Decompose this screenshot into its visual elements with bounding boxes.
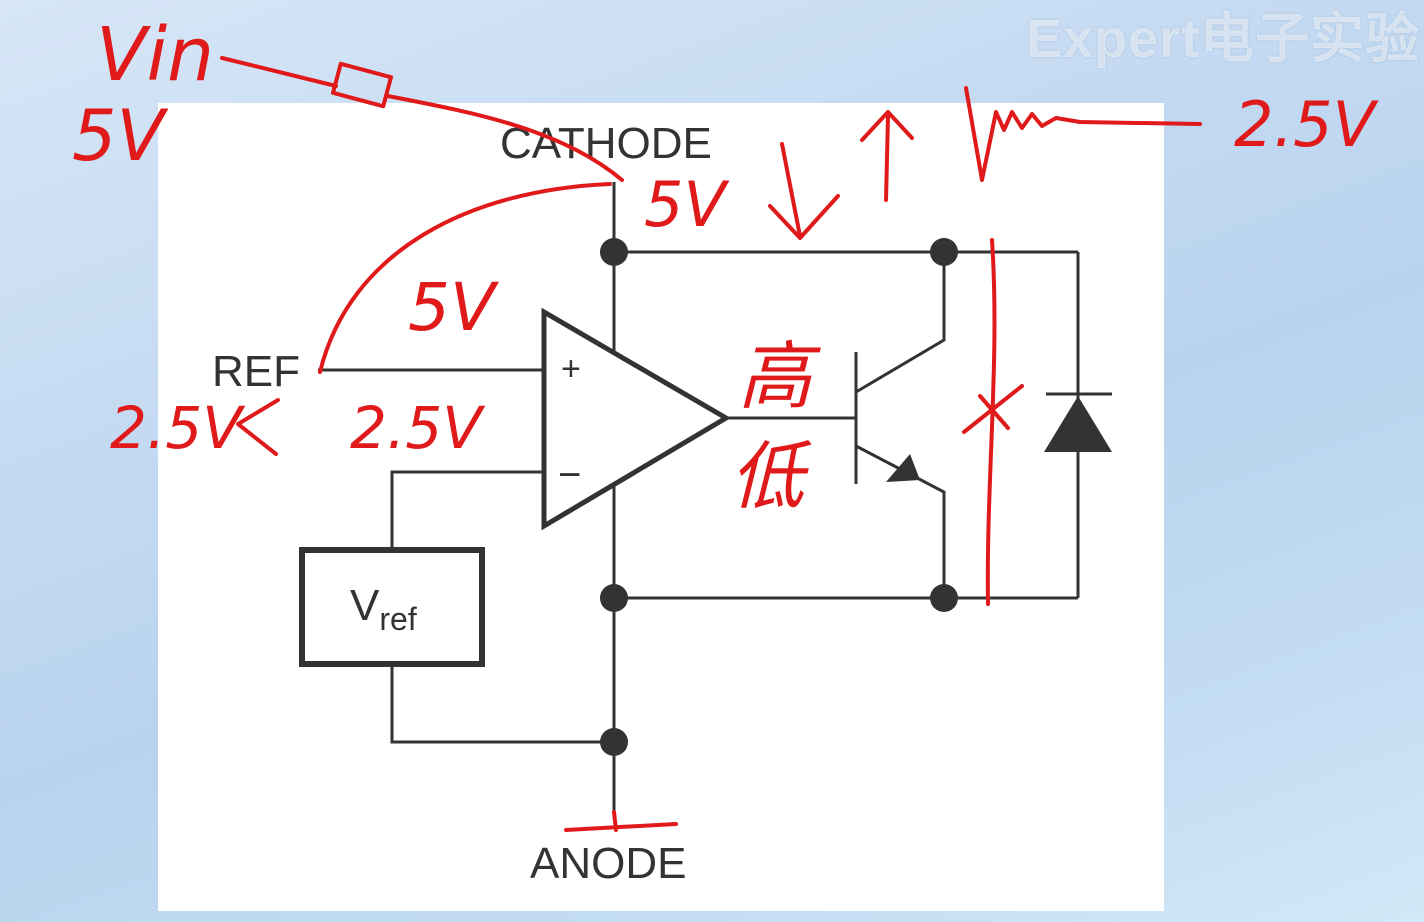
cathode-label: CATHODE	[500, 119, 712, 168]
opamp-plus-label: +	[561, 350, 581, 388]
resistor-ink	[331, 61, 393, 109]
junction-dot	[930, 238, 958, 266]
junction-dot	[930, 584, 958, 612]
emitter-arrow-icon	[886, 454, 920, 482]
down-arrow-ink	[768, 142, 840, 240]
ref-label: REF	[212, 347, 300, 396]
ref-input-voltage-text: 2.5V	[350, 394, 486, 462]
opamp-symbol	[541, 307, 731, 531]
output-low-text: 低	[730, 434, 812, 520]
output-voltage-text: 2.5V	[1234, 88, 1380, 161]
up-arrow-ink	[860, 110, 914, 202]
less-than-ink	[236, 398, 280, 456]
vref-label: Vref	[350, 581, 417, 637]
ref-voltage-text: 2.5V	[110, 394, 246, 462]
output-ripple-ink	[964, 86, 1202, 182]
plus-input-voltage-text: 5V	[408, 269, 499, 346]
cross-mark-ink	[962, 384, 1024, 434]
output-high-text: 高	[738, 334, 821, 420]
vin-wire-ink	[220, 56, 338, 88]
diode-triangle-icon	[1044, 396, 1112, 452]
shunt-line-ink	[985, 238, 997, 606]
vref-box	[299, 547, 485, 667]
anode-label: ANODE	[530, 839, 686, 888]
transistor-emitter	[855, 444, 946, 598]
junction-dot	[600, 728, 628, 756]
transistor-collector	[855, 252, 946, 394]
junction-dot	[600, 238, 628, 266]
schematic-panel	[158, 103, 1164, 911]
watermark: Expert电子实验	[1026, 9, 1421, 69]
vin-value-text: 5V	[72, 95, 169, 177]
minus-wire	[390, 470, 544, 550]
cathode-voltage-text: 5V	[644, 168, 730, 241]
junction-dot	[600, 584, 628, 612]
anode-mark-ink	[564, 810, 678, 832]
vref-ground-wire	[390, 664, 614, 744]
vin-text: Vin	[96, 12, 214, 98]
resistor-to-cathode-ink	[386, 94, 624, 182]
cathode-to-ref-ink	[318, 182, 612, 374]
opamp-minus-label: −	[558, 453, 581, 497]
